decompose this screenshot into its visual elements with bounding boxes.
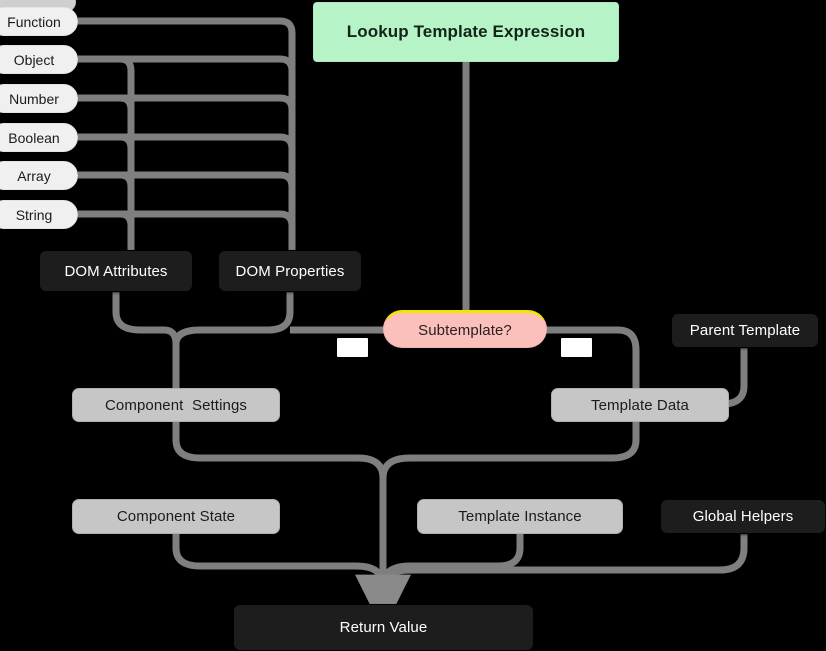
node-label: Template Instance (458, 508, 582, 525)
type-chip-label: Function (7, 13, 61, 30)
edge-label-right (561, 338, 592, 357)
type-chip-string[interactable]: String (0, 200, 78, 229)
node-dom-attributes[interactable]: DOM Attributes (39, 250, 193, 292)
type-chip-number[interactable]: Number (0, 84, 78, 113)
edge-label-left (337, 338, 368, 357)
type-chip-label: Number (9, 90, 59, 107)
node-label: DOM Properties (235, 262, 345, 280)
type-chip-array[interactable]: Array (0, 161, 78, 190)
node-label: Parent Template (689, 322, 801, 339)
type-chip-label: Array (17, 167, 51, 184)
type-chip-object[interactable]: Object (0, 45, 78, 74)
node-global-helpers[interactable]: Global Helpers (660, 499, 826, 534)
node-template-instance[interactable]: Template Instance (417, 499, 623, 534)
node-label: Subtemplate? (418, 321, 512, 339)
node-label: Component State (116, 508, 236, 525)
node-label: DOM Attributes (64, 262, 168, 280)
node-component-state[interactable]: Component State (72, 499, 280, 534)
node-label: Template Data (590, 396, 690, 414)
type-chip-function[interactable]: Function (0, 7, 78, 36)
type-chip-boolean[interactable]: Boolean (0, 123, 78, 152)
node-label: Component Settings (105, 396, 247, 414)
node-label: Return Value (339, 619, 428, 636)
node-label: Global Helpers (692, 508, 794, 525)
type-chip-label: String (15, 206, 53, 223)
node-dom-properties[interactable]: DOM Properties (218, 250, 362, 292)
node-label: Lookup Template Expression (346, 22, 586, 41)
node-parent-template[interactable]: Parent Template (671, 313, 819, 348)
type-chip-label: Object (13, 51, 55, 68)
node-subtemplate-decision[interactable]: Subtemplate? (383, 310, 547, 348)
node-lookup-template-expression[interactable]: Lookup Template Expression (313, 2, 619, 62)
node-return-value[interactable]: Return Value (233, 604, 534, 651)
node-template-data[interactable]: Template Data (551, 388, 729, 422)
node-component-settings[interactable]: Component Settings (72, 388, 280, 422)
type-chip-label: Boolean (8, 129, 60, 146)
